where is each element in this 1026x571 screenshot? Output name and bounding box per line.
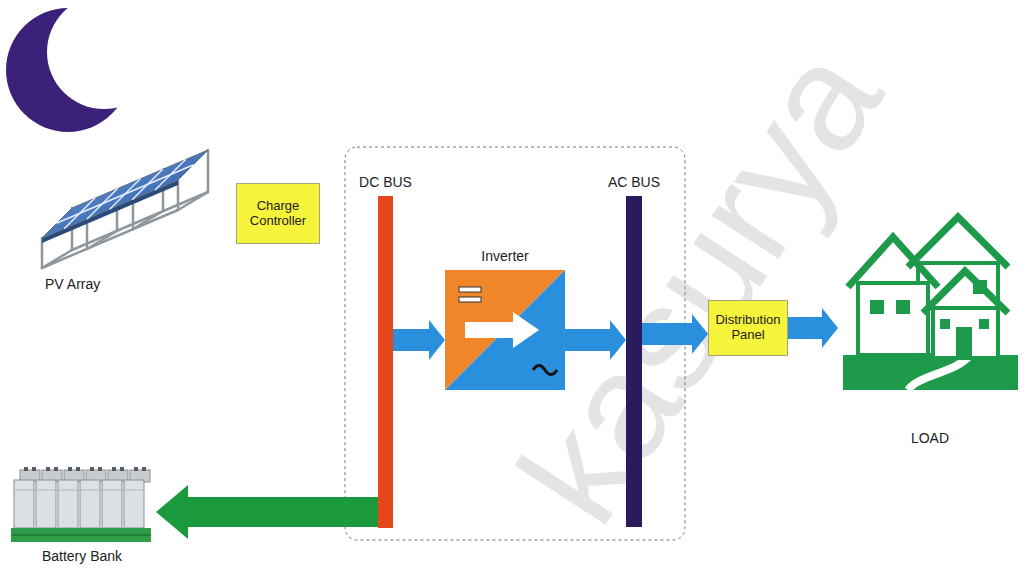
- battery-pallet: [11, 528, 151, 542]
- inverter-symbol: [445, 270, 565, 390]
- label-holder: Battery Bank: [42, 548, 122, 564]
- power-flow-arrow: [565, 320, 626, 360]
- part-label: Battery Bank: [42, 548, 122, 564]
- part-label: LOAD: [911, 430, 949, 446]
- pv-panel: [42, 150, 208, 238]
- label-holder: PV Array: [45, 276, 100, 292]
- label-holder: AC BUS: [608, 174, 660, 190]
- battery-bank-picture: [11, 467, 151, 542]
- power-flow-arrow: [788, 308, 838, 348]
- dashed-enclosure: [345, 147, 685, 540]
- inverter-block: Inverter: [445, 270, 565, 390]
- moon-icon: [6, 0, 161, 132]
- houses-picture: [843, 217, 1018, 390]
- charge-controller-box: Charge Controller: [236, 183, 320, 244]
- pv-array-picture: [42, 150, 208, 268]
- battery-bank: Battery Bank: [8, 462, 156, 568]
- part-label: PV Array: [45, 276, 100, 292]
- part-label: AC BUS: [608, 174, 660, 190]
- pv-frame: [42, 150, 208, 268]
- box-label: Charge Controller: [242, 199, 314, 229]
- pv-panel-grid: [57, 160, 193, 229]
- distribution-panel-box: Distribution Panel: [708, 300, 788, 356]
- pv-panel-edge: [42, 180, 178, 243]
- load-houses: LOAD: [838, 205, 1022, 450]
- charge-flow-arrow: [156, 485, 378, 539]
- ac-bus-bar: AC BUS: [626, 196, 642, 527]
- label-holder: Inverter: [481, 248, 528, 264]
- box-label: Distribution Panel: [714, 313, 782, 343]
- label-holder: LOAD: [911, 430, 949, 446]
- part-label: DC BUS: [359, 174, 412, 190]
- pv-array: PV Array: [35, 118, 217, 300]
- label-holder: DC BUS: [359, 174, 412, 190]
- moon-cut: [47, 0, 161, 109]
- part-label: Inverter: [481, 248, 528, 264]
- power-flow-arrow: [642, 314, 708, 354]
- power-flow-arrow: [393, 320, 445, 360]
- dc-bus-bar: DC BUS: [378, 196, 393, 528]
